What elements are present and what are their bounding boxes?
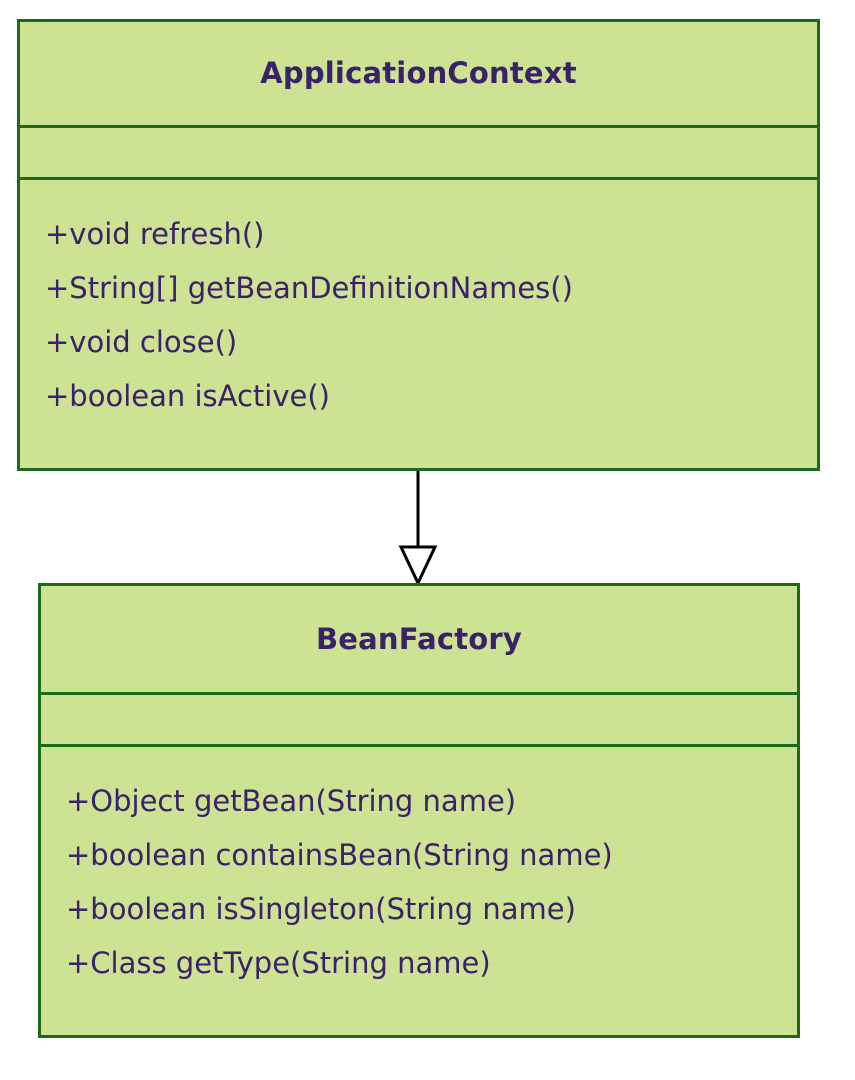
generalization-arrowhead-icon bbox=[398, 545, 438, 587]
class-attributes-compartment-application-context bbox=[20, 128, 817, 180]
class-title-compartment-application-context: ApplicationContext bbox=[20, 22, 817, 128]
class-box-bean-factory[interactable]: BeanFactory +Object getBean(String name)… bbox=[38, 583, 800, 1038]
class-name-bean-factory: BeanFactory bbox=[315, 621, 523, 656]
class-box-application-context[interactable]: ApplicationContext +void refresh() +Stri… bbox=[17, 19, 820, 471]
method-line: +void close() bbox=[45, 325, 238, 359]
method-line: +String[] getBeanDefinitionNames() bbox=[45, 271, 573, 305]
class-methods-compartment-bean-factory: +Object getBean(String name) +boolean co… bbox=[41, 747, 797, 1035]
class-methods-compartment-application-context: +void refresh() +String[] getBeanDefinit… bbox=[20, 180, 817, 468]
class-title-compartment-bean-factory: BeanFactory bbox=[41, 586, 797, 695]
method-line: +void refresh() bbox=[45, 217, 265, 251]
method-line: +boolean isActive() bbox=[45, 379, 330, 413]
class-name-application-context: ApplicationContext bbox=[260, 56, 577, 90]
method-line: +Object getBean(String name) bbox=[66, 784, 517, 818]
class-attributes-compartment-bean-factory bbox=[41, 695, 797, 747]
method-line: +boolean isSingleton(String name) bbox=[66, 892, 576, 926]
method-line: +boolean containsBean(String name) bbox=[66, 838, 613, 872]
method-line: +Class getType(String name) bbox=[66, 946, 491, 980]
